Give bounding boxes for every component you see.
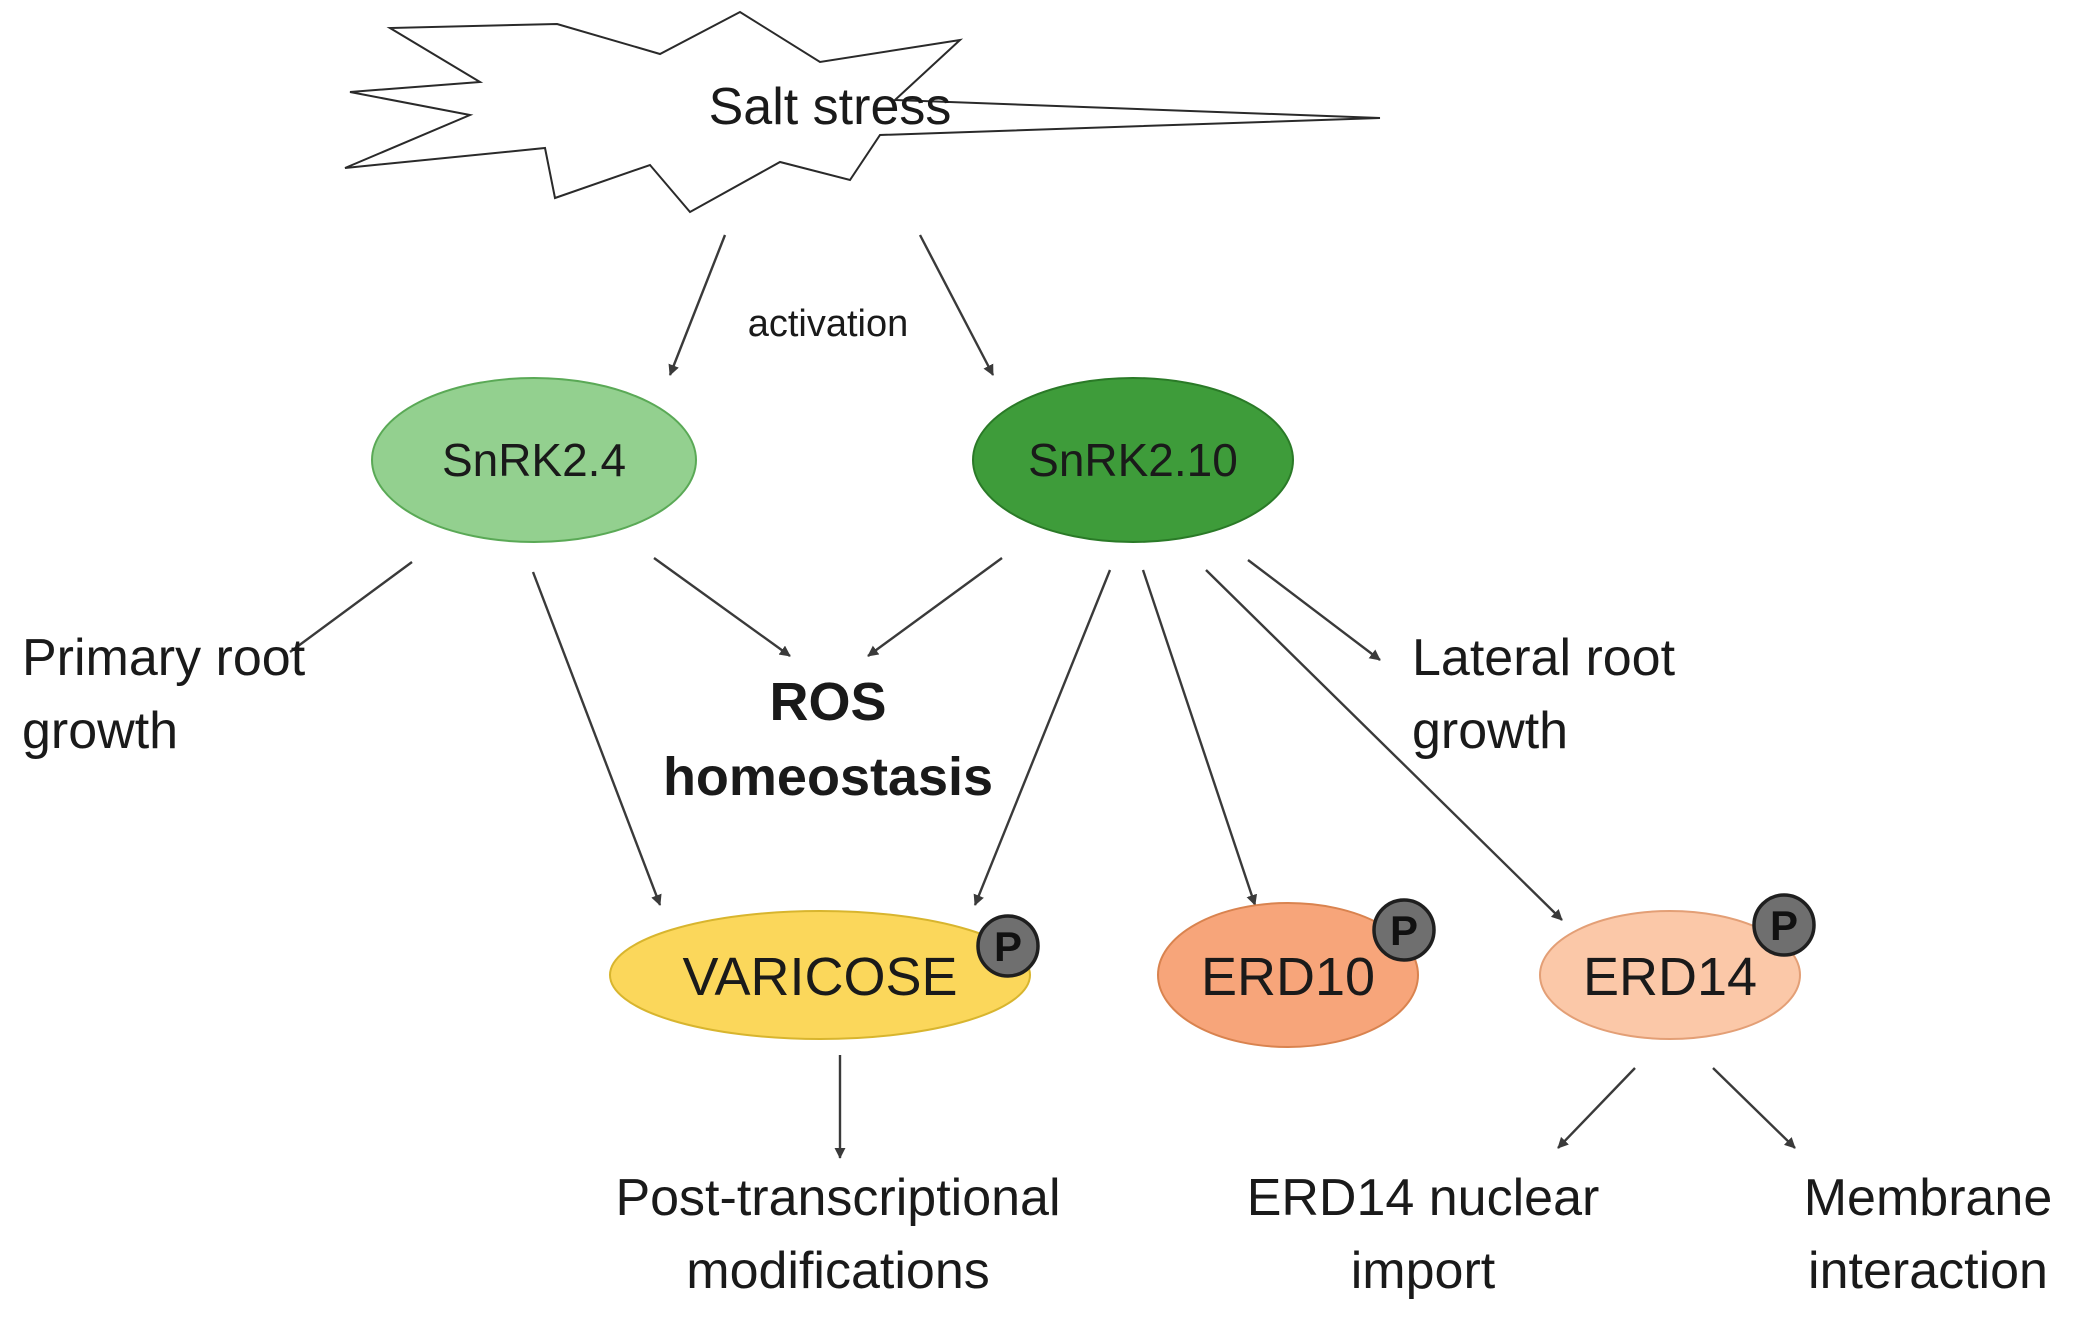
- phospho-badge-circle: [1372, 898, 1436, 962]
- lateral-root-growth-label: Lateral root growth: [1412, 629, 1676, 760]
- arrow-snrk24-to-varicose: [531, 571, 662, 906]
- arrow-snrk210-to-ros: [867, 557, 1003, 657]
- ros-homeostasis-label: ROS homeostasis: [663, 672, 993, 807]
- varicose-ellipse: [609, 910, 1031, 1040]
- phospho-badge-label: P: [1770, 902, 1798, 949]
- arrow-stress-to-snrk210: [918, 234, 995, 376]
- membrane-interaction-label: Membrane interaction: [1804, 1169, 2053, 1300]
- varicose-phospho-badge: P: [976, 914, 1040, 978]
- arrow-erd14-to-nuclear-import: [1557, 1067, 1636, 1149]
- primary-root-growth-label: Primary root growth: [22, 629, 306, 760]
- arrow-snrk210-to-erd10: [1141, 569, 1258, 906]
- ptm-line2: modifications: [686, 1242, 989, 1300]
- nuclear-import-line1: ERD14 nuclear: [1247, 1169, 1600, 1227]
- snrk210-label: SnRK2.10: [1028, 434, 1238, 486]
- ros-line1: ROS: [769, 672, 886, 732]
- phospho-badge-circle: [1752, 893, 1816, 957]
- varicose-label: VARICOSE: [682, 947, 957, 1007]
- arrow-snrk210-to-lateral-root: [1247, 559, 1381, 661]
- salt-stress-label: Salt stress: [709, 78, 952, 136]
- snrk24-label: SnRK2.4: [442, 434, 626, 486]
- erd10-label: ERD10: [1201, 947, 1375, 1007]
- erd14-nuclear-import-label: ERD14 nuclear import: [1247, 1169, 1600, 1300]
- erd10-node: ERD10 P: [1157, 898, 1436, 1048]
- lateral-root-line1: Lateral root: [1412, 629, 1676, 687]
- lateral-root-line2: growth: [1412, 702, 1568, 760]
- erd14-label: ERD14: [1583, 947, 1757, 1007]
- arrow-erd14-to-membrane: [1712, 1067, 1796, 1149]
- arrow-snrk210-to-varicose: [973, 569, 1112, 906]
- salt-stress-node: Salt stress: [344, 10, 1381, 214]
- line-snrk24-to-primary-root: [289, 561, 413, 653]
- nuclear-import-line2: import: [1351, 1242, 1496, 1300]
- erd10-phospho-badge: P: [1372, 898, 1436, 962]
- phospho-badge-circle: [976, 914, 1040, 978]
- membrane-line2: interaction: [1808, 1242, 2048, 1300]
- erd14-node: ERD14 P: [1539, 893, 1816, 1040]
- arrow-snrk210-to-erd14: [1205, 569, 1563, 921]
- activation-label: activation: [748, 303, 909, 345]
- arrow-stress-to-snrk24: [668, 234, 727, 376]
- snrk24-ellipse: [371, 377, 697, 543]
- snrk24-node: SnRK2.4: [371, 377, 697, 543]
- membrane-line1: Membrane: [1804, 1169, 2053, 1227]
- arrow-snrk24-to-ros: [653, 557, 791, 657]
- primary-root-line2: growth: [22, 702, 178, 760]
- erd14-ellipse: [1539, 910, 1801, 1040]
- primary-root-line1: Primary root: [22, 629, 306, 687]
- starburst-shape: [344, 10, 1381, 214]
- phospho-badge-label: P: [994, 923, 1022, 970]
- erd14-phospho-badge: P: [1752, 893, 1816, 957]
- ros-line2: homeostasis: [663, 747, 993, 807]
- erd10-ellipse: [1157, 902, 1419, 1048]
- varicose-node: VARICOSE P: [609, 910, 1040, 1040]
- snrk210-node: SnRK2.10: [972, 377, 1294, 543]
- post-transcriptional-modifications-label: Post-transcriptional modifications: [615, 1169, 1060, 1300]
- phospho-badge-label: P: [1390, 907, 1418, 954]
- snrk210-ellipse: [972, 377, 1294, 543]
- ptm-line1: Post-transcriptional: [615, 1169, 1060, 1227]
